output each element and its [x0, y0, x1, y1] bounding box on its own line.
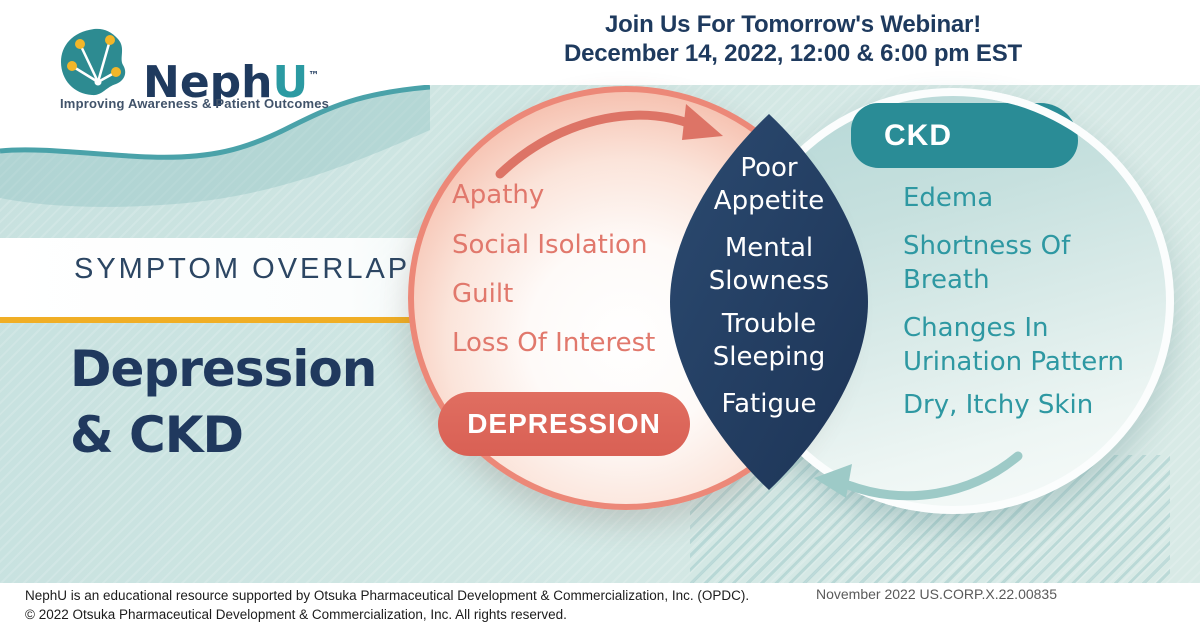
depression-symptom: Social Isolation [452, 230, 648, 260]
wave-decoration-icon [0, 85, 430, 207]
footer-date-code: November 2022 US.CORP.X.22.00835 [816, 586, 1057, 602]
webinar-announcement: Join Us For Tomorrow's Webinar! December… [443, 10, 1143, 68]
depression-symptom: Loss Of Interest [452, 328, 656, 358]
logo-tagline: Improving Awareness & Patient Outcomes [60, 96, 330, 111]
depression-label-pill: DEPRESSION [438, 392, 690, 456]
gold-divider [0, 317, 470, 323]
overlap-symptom: Mental Slowness [708, 233, 830, 296]
overlap-lens [670, 114, 868, 490]
logo-wordmark: NephU™ [143, 54, 319, 105]
kidney-network-icon [61, 28, 126, 96]
logo-text-u: U [272, 57, 309, 108]
webinar-line2: December 14, 2022, 12:00 & 6:00 pm EST [564, 40, 1022, 67]
depression-symptom: Guilt [452, 279, 514, 309]
nephu-logo: NephU™ Improving Awareness & Patient Out… [58, 24, 388, 114]
ckd-symptom: Changes In Urination Pattern [903, 313, 1124, 377]
title-line2: & CKD [70, 406, 244, 464]
curved-arrow-right-icon [495, 104, 723, 179]
logo-text-neph: Neph [143, 57, 273, 108]
ckd-label-pill: CKD [851, 103, 1078, 168]
title-line1: Depression [70, 340, 377, 398]
kicker-text: SYMPTOM OVERLAP: [74, 253, 422, 285]
overlap-symptom: Fatigue [721, 389, 817, 419]
footer-line2: © 2022 Otsuka Pharmaceutical Development… [25, 607, 567, 622]
overlap-symptom: Poor Appetite [713, 153, 825, 216]
ckd-symptom: Dry, Itchy Skin [903, 390, 1094, 420]
curved-arrow-left-icon [814, 451, 1023, 501]
depression-symptom: Apathy [452, 180, 545, 210]
webinar-line1: Join Us For Tomorrow's Webinar! [605, 11, 981, 38]
overlap-symptom-list: Poor Appetite Mental Slowness Trouble Sl… [670, 114, 868, 490]
ckd-symptom: Shortness Of Breath [903, 231, 1071, 295]
footer-legal: NephU is an educational resource support… [25, 586, 749, 624]
trademark-symbol: ™ [308, 69, 320, 82]
ckd-symptom: Edema [903, 183, 994, 213]
footer-line1: NephU is an educational resource support… [25, 588, 750, 603]
depression-label: DEPRESSION [467, 408, 661, 439]
page-title: Depression & CKD [70, 336, 377, 468]
ckd-label: CKD [884, 118, 952, 152]
overlap-symptom: Trouble Sleeping [712, 309, 826, 372]
